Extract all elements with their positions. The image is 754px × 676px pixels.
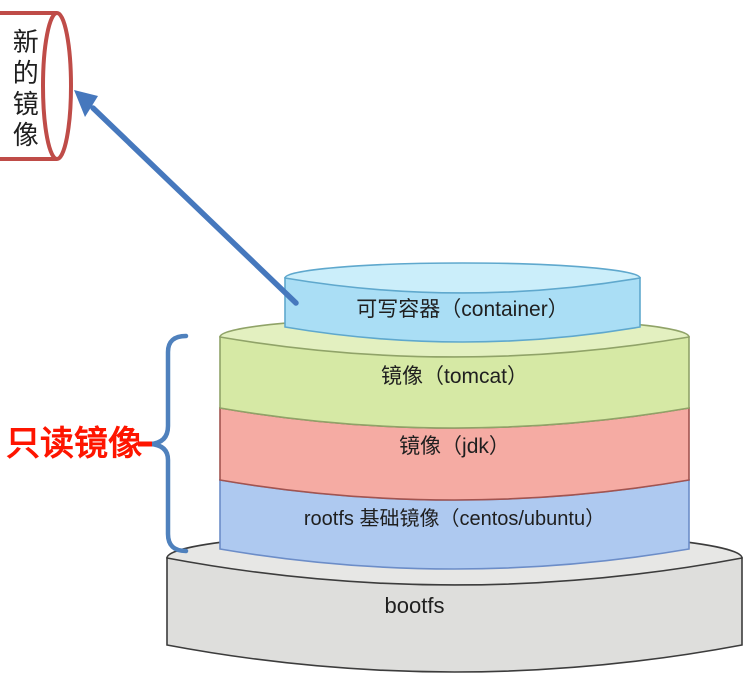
new-image-label: 新的镜像 (9, 28, 40, 152)
readonly-brace (138, 333, 189, 554)
container-cylinder (284, 262, 641, 343)
new-image-cylinder (0, 11, 73, 161)
tomcat-body (219, 336, 690, 429)
commit-arrow (74, 90, 299, 306)
readonly-brace-path (149, 333, 189, 554)
arrow-shaft (90, 105, 299, 306)
container-label: 可写容器（container） (356, 298, 569, 321)
bootfs-label: bootfs (384, 593, 445, 618)
arrow-head-icon (74, 90, 98, 117)
container-body (284, 277, 641, 343)
bootfs-body (166, 557, 743, 673)
tomcat-label: 镜像（tomcat） (380, 365, 529, 388)
rootfs-label: rootfs 基础镜像（centos/ubuntu） (303, 508, 606, 530)
jdk-label: 镜像（jdk） (399, 435, 510, 458)
readonly-label: 只读镜像 (6, 425, 142, 463)
new-image-cylinder-cap (41, 11, 73, 161)
